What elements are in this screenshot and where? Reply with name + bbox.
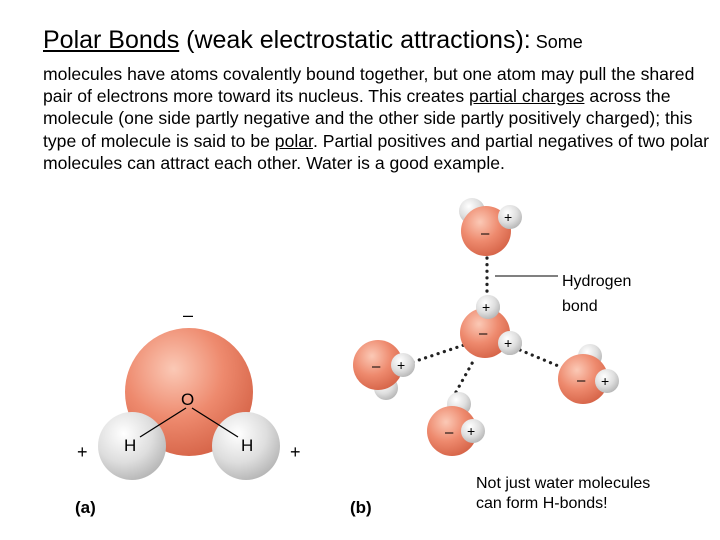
svg-text:–: – [481,225,490,242]
water-molecule-top: – + [459,198,522,256]
partial-positive-right: + [290,442,301,462]
slide-title: Polar Bonds (weak electrostatic attracti… [43,26,583,55]
figure-a-label: (a) [75,498,96,517]
figure-b-label: (b) [350,498,372,517]
title-topic: Polar Bonds [43,26,180,54]
body-paragraph: molecules have atoms covalently bound to… [43,63,720,174]
partial-positive-left: + [77,442,88,462]
term-polar: polar [274,130,313,151]
svg-text:–: – [372,358,381,375]
partial-negative-sign: – [183,305,193,325]
figure-a-water-molecule: – O H H + + (a) [75,305,301,517]
hydrogen-symbol-left: H [124,436,136,455]
svg-text:+: + [504,209,512,225]
svg-text:+: + [601,373,609,389]
svg-text:+: + [482,299,490,315]
svg-text:–: – [445,424,454,441]
figure-b-hydrogen-bonds: Hydrogen bond – + + – + – + [350,198,631,517]
footnote-line-2: can form H-bonds! [476,495,608,512]
hydrogen-bond-dots [411,256,570,394]
title-tail: Some [530,32,583,52]
svg-text:–: – [577,372,586,389]
water-molecule-right: – + [558,344,619,404]
callout-bond: bond [562,298,598,315]
water-molecule-bottom: – + [427,392,485,456]
svg-text:+: + [504,335,512,351]
body-part-1: molecules have atoms covalently bound to… [43,64,695,107]
water-molecule-center: + – + [460,295,522,358]
water-molecule-left: – + [353,340,415,400]
hydrogen-symbol-right: H [241,436,253,455]
hydrogen-atom-right [212,412,280,480]
term-partial-charges: partial charges [469,86,585,107]
oxygen-symbol: O [181,390,194,409]
title-rest: (weak electrostatic attractions): [179,26,531,54]
body-part-3: . Partial positives and partial negative… [43,130,710,173]
svg-text:+: + [467,423,475,439]
body-part-2: across the molecule (one side partly neg… [43,86,693,151]
callout-hydrogen: Hydrogen [562,273,631,290]
svg-text:–: – [479,325,488,342]
svg-text:+: + [397,357,405,373]
footnote-line-1: Not just water molecules [476,475,651,492]
hydrogen-atom-left [98,412,166,480]
footnote: Not just water molecules can form H-bond… [476,474,650,514]
